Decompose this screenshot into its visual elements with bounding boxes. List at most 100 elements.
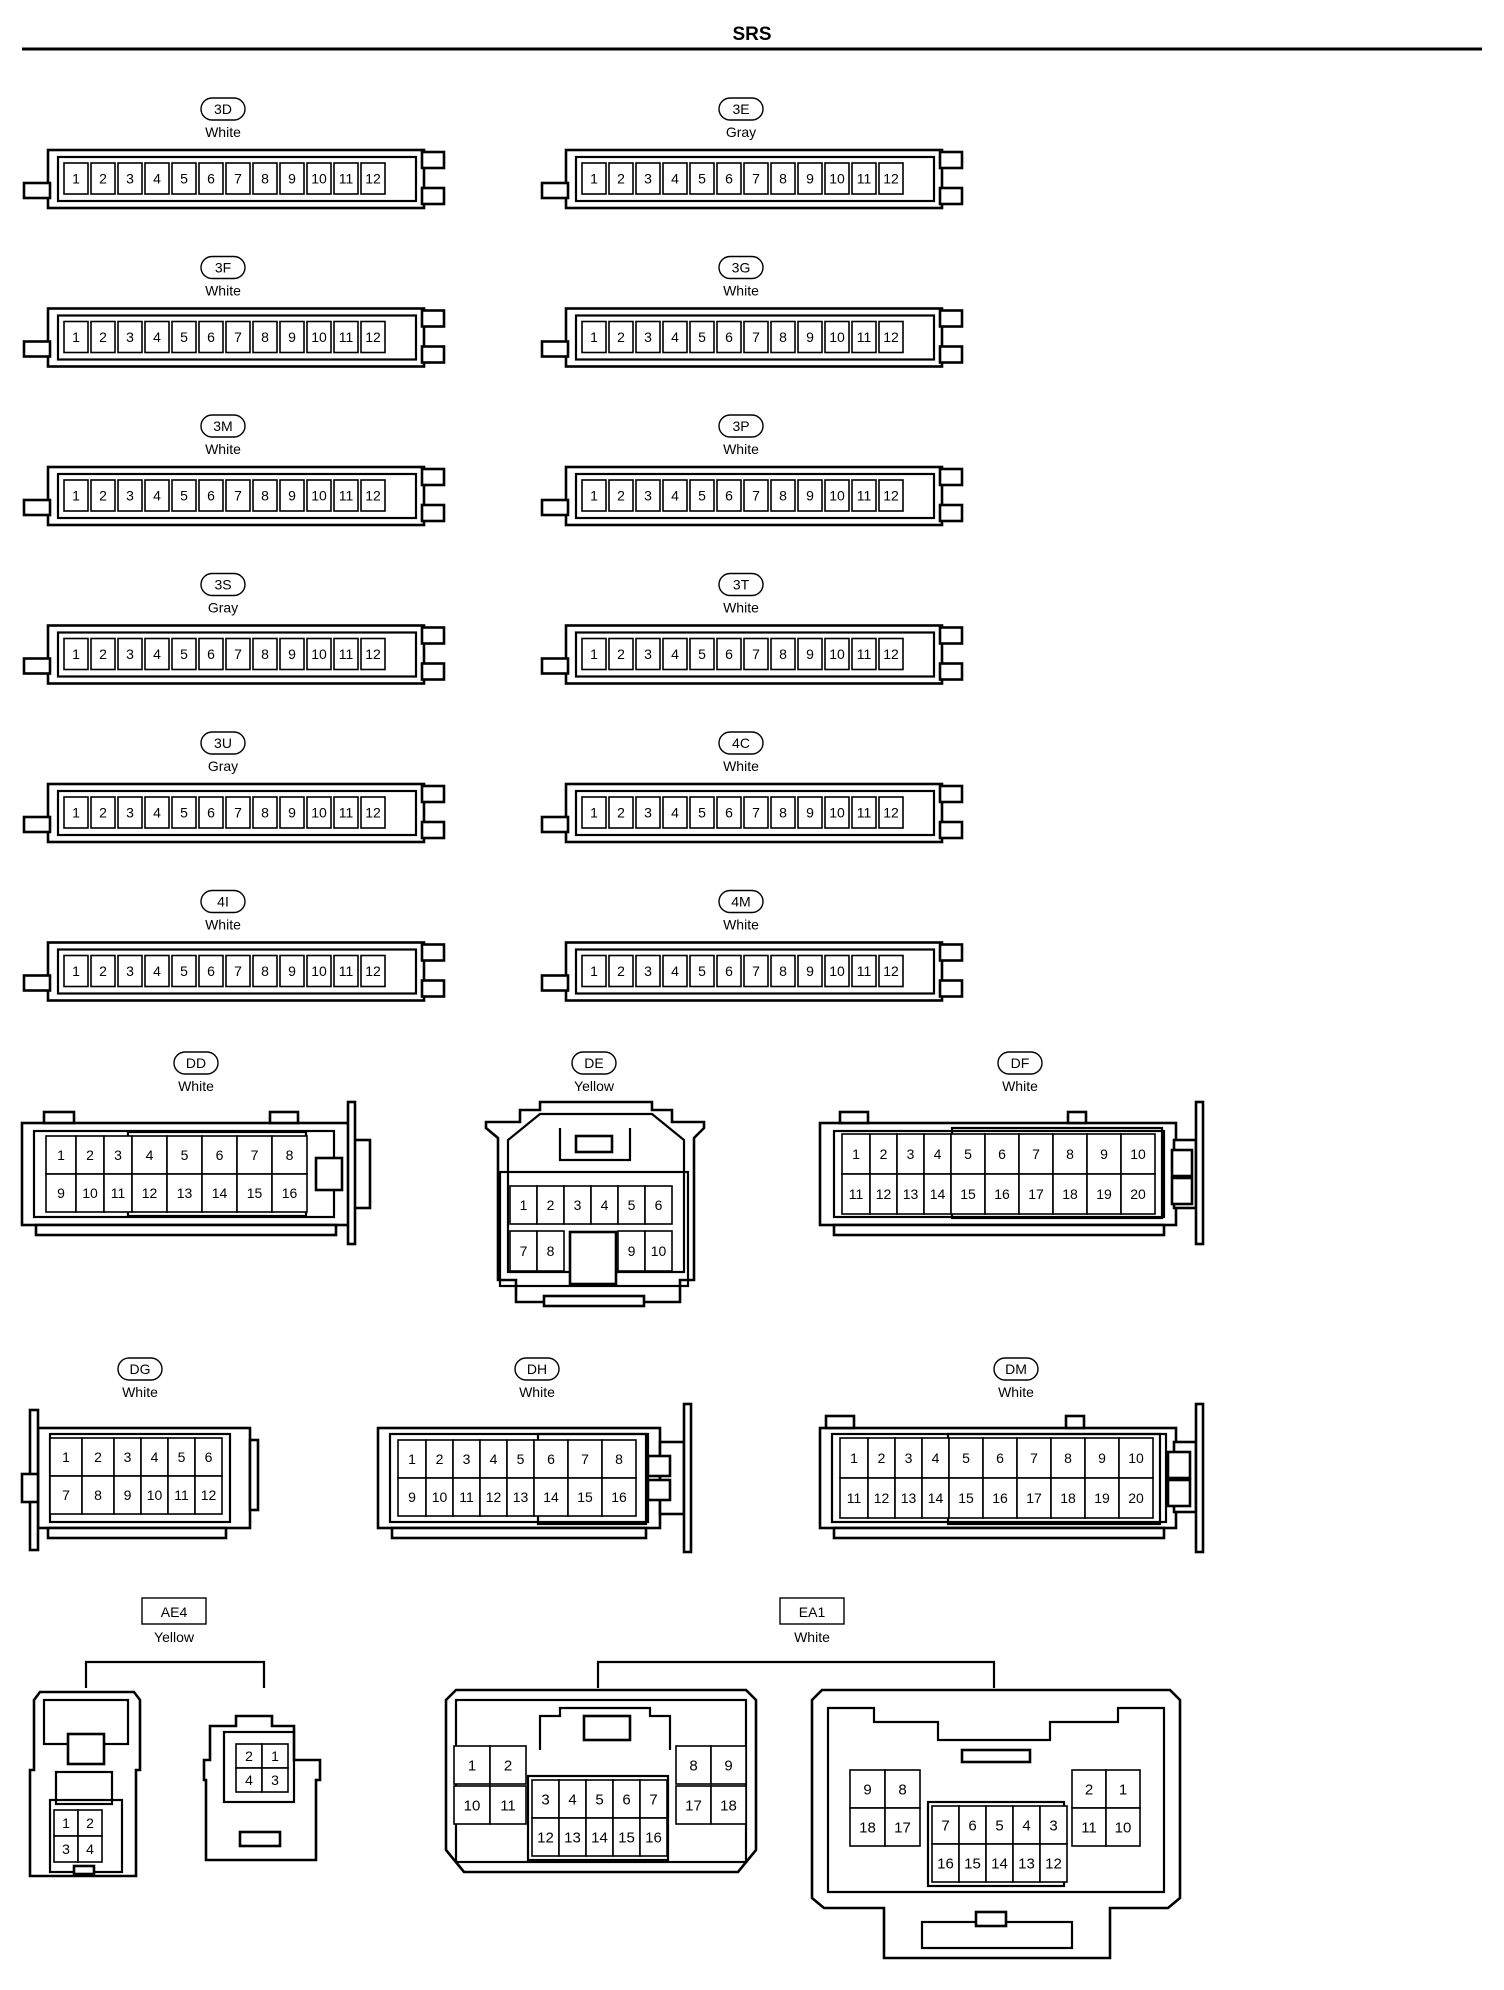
pin-number: 9	[408, 1489, 416, 1505]
pin-number: 9	[288, 963, 296, 979]
rear-post	[1194, 1100, 1205, 1246]
pin-cell	[662, 320, 688, 354]
connector-id-badge	[997, 1051, 1043, 1075]
pin-cell	[509, 1185, 538, 1225]
pin-cell	[635, 954, 661, 988]
pin-number: 11	[857, 171, 872, 187]
pin-number: 10	[311, 171, 327, 187]
pin-number: 7	[752, 488, 760, 504]
rear-post	[346, 1100, 357, 1246]
pin-number: 5	[698, 963, 706, 979]
pin-cell	[506, 1439, 535, 1479]
pin-cell	[716, 954, 742, 988]
pin-cell	[171, 320, 197, 354]
pin-number: 1	[271, 1748, 279, 1764]
pin-number: 11	[339, 805, 354, 821]
pin-cell	[201, 1135, 238, 1175]
pin-number: 4	[86, 1841, 94, 1857]
pin-number: 12	[365, 805, 381, 821]
pin-cell	[225, 954, 251, 988]
pin-number: 4	[153, 963, 161, 979]
pin-cell	[662, 637, 688, 671]
pin-frame	[574, 789, 936, 837]
pin-number: 12	[883, 805, 899, 821]
connector-id: DE	[584, 1055, 603, 1071]
pin-cell	[1086, 1133, 1122, 1175]
pin-number: 2	[99, 963, 107, 979]
connector-id: 3D	[214, 101, 232, 117]
pin-number: 17	[894, 1819, 911, 1836]
pin-cell	[306, 162, 332, 195]
pin-number: 3	[126, 805, 134, 821]
pin-cell	[1018, 1173, 1054, 1215]
pin-cell	[1012, 1843, 1041, 1883]
pin-cell	[921, 1477, 950, 1519]
pin-cell	[225, 320, 251, 354]
pin-number: 16	[282, 1185, 298, 1201]
pin-number: 5	[698, 329, 706, 345]
pin-number: 8	[779, 646, 787, 662]
pin-cell	[1084, 1477, 1120, 1519]
bottom-rail	[832, 1223, 1166, 1237]
pin-cell	[117, 479, 143, 512]
lock-tab	[238, 1830, 282, 1848]
pin-number: 13	[513, 1489, 529, 1505]
end-tab	[938, 345, 964, 364]
pin-cell	[279, 796, 305, 829]
latch-tab	[22, 815, 52, 834]
lock-tab	[974, 1910, 1008, 1928]
pin-number: 2	[436, 1451, 444, 1467]
pin-cell	[585, 1817, 614, 1857]
pin-cell	[770, 479, 796, 512]
pin-number: 1	[590, 488, 598, 504]
pin-number: 10	[651, 1243, 667, 1259]
pin-number: 6	[207, 171, 215, 187]
pin-cell	[225, 479, 251, 512]
bottom-rail	[832, 1526, 1166, 1540]
pin-cell	[743, 637, 769, 671]
pin-cell	[103, 1173, 133, 1213]
pair-bracket	[84, 1660, 266, 1688]
pin-number: 8	[615, 1451, 623, 1467]
keyway	[72, 1864, 96, 1876]
pin-number: 11	[857, 329, 872, 345]
pin-cell	[306, 637, 332, 671]
pin-cell	[581, 479, 607, 512]
pin-number: 2	[617, 963, 625, 979]
pin-cell	[198, 796, 224, 829]
pin-cell	[608, 479, 634, 512]
pin-cell	[797, 637, 823, 671]
end-tab	[420, 784, 446, 804]
pin-number: 3	[907, 1146, 915, 1162]
connector-color: White	[122, 1384, 158, 1400]
pin-number: 9	[288, 171, 296, 187]
end-tab	[938, 503, 964, 523]
pin-number: 9	[806, 963, 814, 979]
latch-tab	[22, 340, 52, 358]
pin-number: 3	[114, 1147, 122, 1163]
latch-tab	[22, 974, 52, 992]
end-tab	[938, 467, 964, 487]
connector-color: Gray	[726, 124, 756, 140]
pin-cell	[306, 479, 332, 512]
pin-cell	[878, 954, 904, 988]
pin-cell	[144, 796, 170, 829]
connector-id: 3U	[214, 735, 232, 751]
connector-color: White	[723, 917, 759, 933]
pin-cell	[770, 320, 796, 354]
pin-number: 15	[964, 1855, 981, 1872]
connector-id-badge	[571, 1051, 617, 1075]
pin-number: 11	[174, 1487, 189, 1503]
pin-cell	[489, 1785, 527, 1825]
pin-number: 8	[547, 1243, 555, 1259]
pin-number: 16	[611, 1489, 627, 1505]
pin-frame	[574, 314, 936, 361]
pin-cell	[743, 162, 769, 195]
pin-number: 10	[829, 488, 845, 504]
pin-number: 5	[698, 171, 706, 187]
pin-cell	[333, 637, 359, 671]
pin-number: 8	[779, 329, 787, 345]
pin-number: 8	[261, 963, 269, 979]
pin-number: 8	[94, 1487, 102, 1503]
